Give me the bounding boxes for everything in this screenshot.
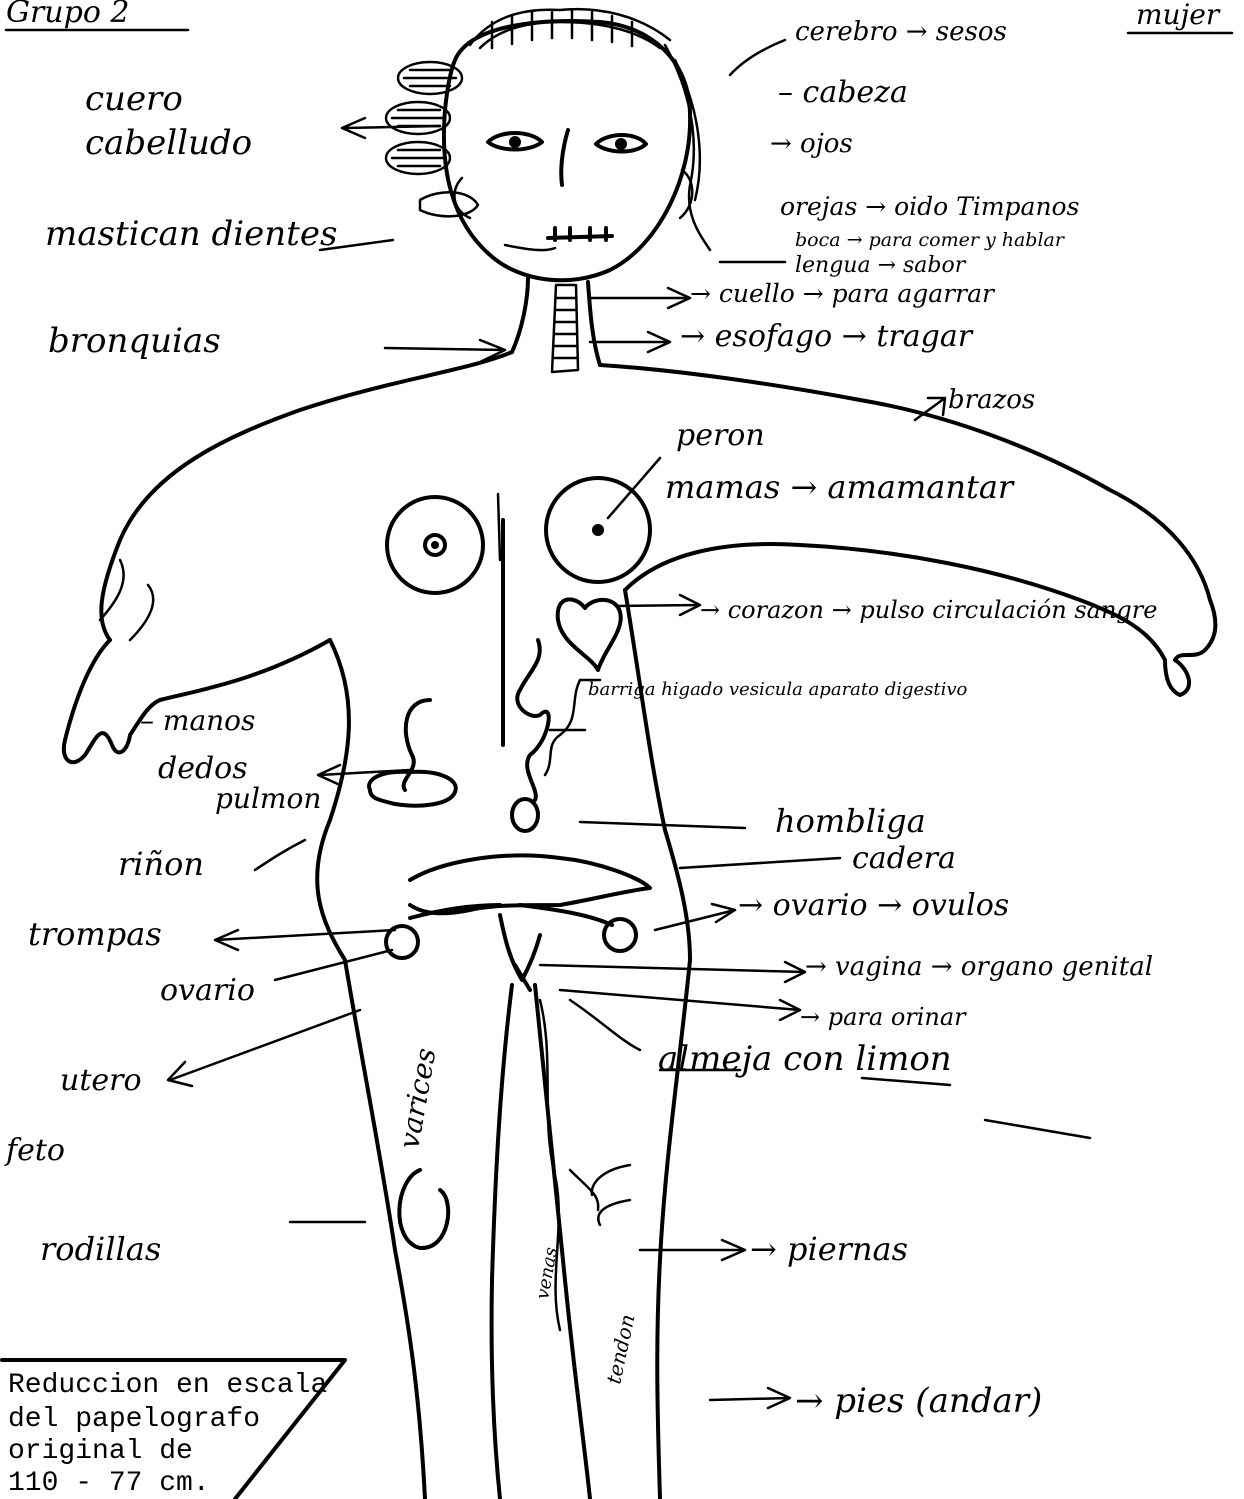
vulva: [500, 915, 540, 990]
label-utero: utero: [60, 1063, 142, 1098]
label-mamas: mamas → amamantar: [665, 468, 1015, 506]
right-nipple: [592, 524, 604, 536]
label-ovario-left: ovario: [160, 973, 255, 1008]
left-leg-inner: [492, 985, 512, 1499]
label-orinar: → para orinar: [800, 1003, 967, 1031]
left-leg-outer: [345, 960, 425, 1499]
label-manos: – manos: [140, 704, 255, 737]
label-feto: feto: [4, 1133, 65, 1168]
label-brazos: brazos: [948, 385, 1035, 415]
label-trompas: trompas: [28, 915, 162, 953]
digestive-squiggle: [517, 640, 548, 800]
sternum-tick: [498, 494, 500, 560]
hair-curls-left: [386, 62, 478, 216]
label-boca: boca → para comer y hablar: [795, 229, 1066, 251]
label-cuero-cabelludo: cuero cabelludo: [85, 79, 252, 163]
label-corazon: → corazon → pulso circulación sangre: [700, 596, 1157, 624]
left-knee: [399, 1170, 448, 1248]
label-orejas: orejas → oido Timpanos: [780, 192, 1079, 221]
label-vagina: → vagina → organo genital: [805, 952, 1153, 982]
label-cuello: → cuello → para agarrar: [690, 279, 996, 308]
head-outline: [444, 21, 690, 280]
pulmon-shape: [369, 700, 456, 806]
mouth-teeth: [548, 228, 612, 240]
note-line-4: 110 - 77 cm.: [8, 1468, 210, 1499]
label-varices: varices: [392, 1046, 442, 1152]
note-line-2: del papelografo: [8, 1404, 260, 1435]
label-pulmon: pulmon: [215, 782, 321, 815]
right-ovary: [604, 919, 636, 951]
label-dedos: dedos: [158, 751, 248, 786]
left-shoulder-arm: [101, 352, 512, 640]
neck-left: [512, 278, 528, 352]
group-label: Grupo 2: [6, 0, 130, 30]
right-leg-inner: [535, 985, 590, 1499]
label-ovario-right: → ovario → ovulos: [738, 888, 1009, 923]
label-almeja: almeja con limon: [658, 1039, 952, 1079]
label-cabeza: – cabeza: [778, 75, 908, 110]
note-line-3: original de: [8, 1436, 193, 1467]
label-mastican-dientes: mastican dientes: [45, 214, 337, 254]
label-peron: peron: [676, 418, 765, 453]
label-esofago: → esofago → tragar: [680, 319, 974, 354]
neck-right: [588, 282, 600, 365]
note-line-1: Reduccion en escala: [8, 1370, 327, 1401]
nose: [561, 130, 568, 185]
left-pupil: [509, 136, 521, 148]
scale-note: Reduccion en escala del papelografo orig…: [2, 1360, 345, 1499]
label-hombliga: hombliga: [775, 802, 926, 840]
label-lengua: lengua → sabor: [795, 253, 967, 278]
figure-title: mujer: [1136, 0, 1221, 31]
label-cuero: cuero: [85, 79, 183, 119]
label-rinon: riñon: [118, 845, 204, 883]
trachea: [552, 285, 578, 372]
label-cadera: cadera: [852, 841, 956, 876]
label-cabelludo: cabelludo: [85, 123, 252, 163]
heart: [558, 599, 621, 670]
label-cerebro: cerebro → sesos: [795, 17, 1007, 47]
torso-right: [625, 590, 690, 960]
right-shoulder-arm: [600, 365, 1215, 695]
label-pies: → pies (andar): [795, 1381, 1042, 1421]
left-hand: [64, 640, 330, 762]
right-knee-lines: [592, 1165, 630, 1225]
label-bronquias: bronquias: [48, 321, 221, 361]
torso-left: [317, 640, 349, 960]
label-rodillas: rodillas: [40, 1230, 161, 1268]
right-pupil: [615, 138, 627, 150]
label-tendon: tendon: [601, 1312, 639, 1386]
navel: [512, 799, 538, 831]
label-ojos: → ojos: [770, 129, 853, 159]
label-barriga: barriga higado vesicula aparato digestiv…: [588, 679, 968, 700]
label-venas: venas: [532, 1246, 562, 1301]
label-piernas: → piernas: [750, 1230, 908, 1268]
